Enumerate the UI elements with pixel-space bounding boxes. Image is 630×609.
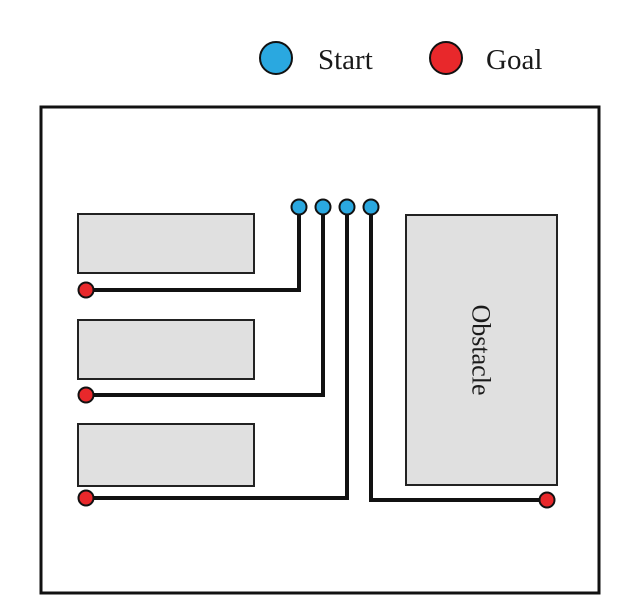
path-2 — [86, 207, 325, 397]
goal-marker-2 — [77, 386, 95, 404]
legend: Start Goal — [259, 41, 542, 76]
path-1 — [86, 207, 301, 292]
legend-goal-label: Goal — [486, 44, 542, 76]
start-marker-2 — [314, 198, 332, 216]
large-obstacle: Obstacle — [405, 214, 558, 486]
legend-goal-marker — [429, 41, 463, 75]
obstacle-block-3 — [77, 423, 255, 487]
obstacle-block-1 — [77, 213, 255, 274]
goal-markers — [77, 281, 556, 509]
goal-marker-1 — [77, 281, 95, 299]
paths — [86, 207, 547, 502]
large-obstacle-label: Obstacle — [467, 305, 496, 396]
legend-start-marker — [259, 41, 293, 75]
goal-marker-4 — [538, 491, 556, 509]
large-obstacle-rect — [405, 214, 558, 486]
path-3 — [86, 207, 349, 500]
start-marker-1 — [290, 198, 308, 216]
path-4 — [369, 207, 547, 502]
obstacle-block-2 — [77, 319, 255, 380]
goal-marker-3 — [77, 489, 95, 507]
start-marker-3 — [338, 198, 356, 216]
start-marker-4 — [362, 198, 380, 216]
legend-start-label: Start — [318, 44, 373, 76]
start-markers — [290, 198, 380, 216]
